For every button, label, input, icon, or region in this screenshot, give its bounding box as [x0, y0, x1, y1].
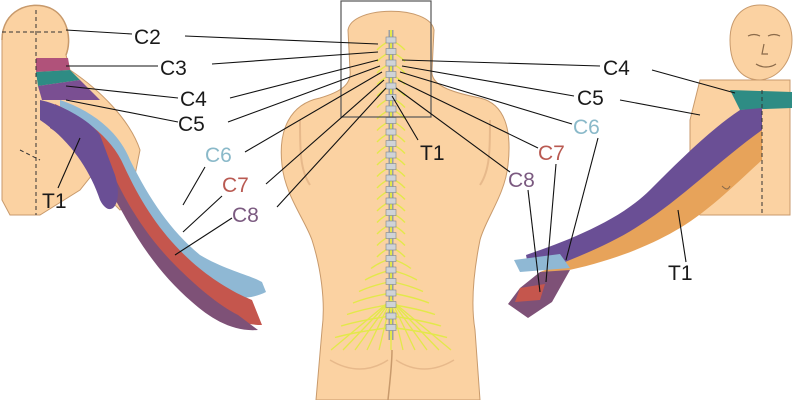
spinal-cord — [330, 30, 452, 351]
left-c5-band — [38, 80, 100, 100]
torso-shoulder-shade-left — [299, 119, 311, 186]
buttock-line — [387, 349, 393, 401]
left-arm-t1 — [40, 100, 118, 210]
right-arm-figure — [508, 4, 793, 318]
label-left-c3: C3 — [160, 57, 187, 80]
label-left-t1: T1 — [42, 190, 67, 213]
left-c4-band — [36, 70, 80, 86]
right-arm-c6 — [514, 254, 570, 272]
leader-lines — [57, 29, 736, 293]
vertebra — [385, 301, 397, 308]
vertebrae — [385, 36, 397, 331]
label-spine-t1: T1 — [420, 142, 445, 165]
torso-body — [280, 10, 510, 401]
leader-c4-spine — [229, 59, 379, 99]
vertebra — [385, 117, 397, 124]
leader-t1-right — [677, 209, 687, 263]
leader-c2-left — [65, 29, 133, 35]
leader-c6-right-spine — [399, 71, 573, 125]
leader-c3-spine — [211, 51, 379, 65]
leader-c6-left — [182, 166, 206, 206]
vertebra — [385, 232, 397, 239]
right-arm-t1 — [526, 108, 762, 265]
buttock-curve-right — [395, 359, 455, 370]
leader-c8-right — [527, 189, 541, 293]
right-hand-c7 — [515, 284, 545, 302]
leader-c8-right-spine — [395, 87, 511, 173]
label-right-c8: C8 — [508, 169, 535, 192]
left-arm-figure — [1, 4, 266, 331]
vertebra — [385, 151, 397, 159]
vertebra — [385, 140, 397, 147]
vertebra — [385, 324, 397, 331]
vertebra — [385, 174, 397, 182]
leader-c7-right-spine — [397, 79, 539, 149]
left-head-outline — [1, 4, 70, 56]
cauda-equina-nerve — [330, 299, 392, 351]
vertebra — [385, 220, 397, 228]
left-c3-band — [36, 58, 70, 72]
label-left-c8: C8 — [232, 204, 259, 227]
vertebra — [385, 266, 397, 274]
vertebra — [385, 128, 397, 136]
leader-c7-right — [545, 163, 557, 283]
face-icon — [747, 33, 781, 68]
label-left-c5: C5 — [178, 113, 205, 136]
leader-c4-left — [65, 85, 179, 99]
leader-c8-spine — [276, 87, 387, 208]
leader-c5-right-spine — [401, 65, 575, 97]
vertebra — [385, 59, 397, 67]
leader-c8-left — [174, 217, 233, 256]
vertebra — [385, 48, 397, 55]
label-left-c6: C6 — [205, 144, 232, 167]
label-right-c5: C5 — [577, 87, 604, 110]
left-dash-axilla — [19, 149, 41, 161]
buttock-curve-left — [329, 359, 389, 370]
leader-c5-spine — [227, 65, 381, 123]
back-torso — [280, 10, 510, 401]
right-nipple-mark — [721, 185, 731, 190]
vertebra — [385, 186, 397, 193]
leader-c5-right — [619, 99, 701, 116]
torso-shoulder-shade-right — [479, 119, 491, 186]
leader-c6-right — [565, 137, 599, 261]
vertebra — [385, 71, 397, 78]
leader-c4-right-spine — [401, 59, 601, 67]
vertebra — [385, 82, 397, 90]
labels: C2 C3 C4 C5 C6 C7 C8 T1 T1 C4 C5 C6 C7 C… — [42, 26, 693, 285]
leader-c5-left — [65, 99, 179, 123]
vertebra — [385, 36, 397, 44]
leader-c7-left — [182, 195, 223, 233]
cauda-equina-nerve — [390, 299, 452, 351]
vertebra — [385, 105, 397, 113]
vertebra — [385, 243, 397, 251]
right-c4-band — [730, 90, 792, 110]
vertebra — [385, 163, 397, 170]
leader-t1-left — [57, 137, 81, 189]
label-left-c7: C7 — [222, 174, 249, 197]
vertebra — [385, 94, 397, 101]
label-right-c7: C7 — [538, 142, 565, 165]
vertebra — [385, 197, 397, 205]
vertebra — [385, 278, 397, 285]
vertebra — [385, 289, 397, 297]
vertebra — [385, 312, 397, 320]
zoom-box — [340, 0, 432, 118]
label-right-c6: C6 — [573, 116, 600, 139]
label-left-c4: C4 — [180, 88, 207, 111]
leader-c4-right — [651, 69, 736, 94]
label-left-c2: C2 — [134, 26, 161, 49]
label-right-t1: T1 — [668, 262, 693, 285]
leader-t1-spine — [391, 95, 419, 141]
leader-c7-spine — [265, 79, 385, 185]
label-right-c4: C4 — [603, 57, 630, 80]
vertebra — [385, 209, 397, 216]
leader-c2-spine — [184, 35, 379, 45]
leader-c6-spine — [244, 71, 383, 153]
vertebra — [385, 255, 397, 262]
right-head — [729, 4, 793, 81]
